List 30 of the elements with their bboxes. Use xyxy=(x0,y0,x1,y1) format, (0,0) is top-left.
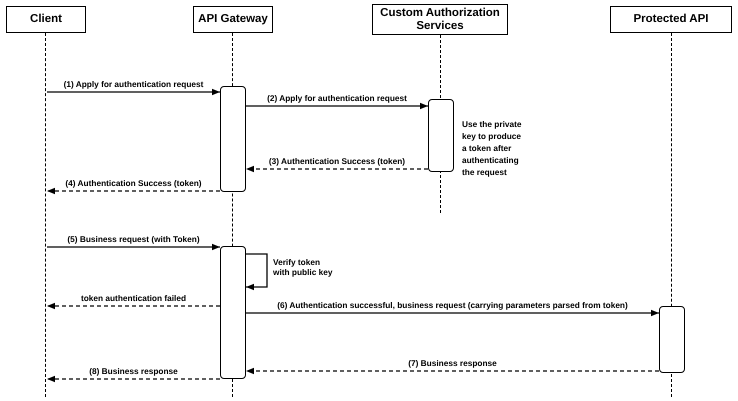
message-arrow xyxy=(47,88,220,96)
message-label: token authentication failed xyxy=(80,293,186,303)
participant-box: API Gateway xyxy=(193,6,273,33)
message-arrow xyxy=(47,244,220,250)
message-label: (5) Business request (with Token) xyxy=(67,234,200,244)
return-message-arrow xyxy=(47,376,220,382)
message-label: (7) Business response xyxy=(408,358,497,368)
participant-box: Custom Authorization Services xyxy=(372,4,508,35)
message-label: (2) Apply for authentication request xyxy=(267,93,407,103)
self-message-arrow xyxy=(246,253,268,290)
message-arrow xyxy=(246,102,428,110)
return-message-arrow xyxy=(47,188,220,194)
participant-box: Protected API xyxy=(610,6,732,33)
message-label: (3) Authentication Success (token) xyxy=(268,156,406,166)
note-text: Use the private key to produce a token after authenticating the request xyxy=(462,118,522,178)
participant-box: Client xyxy=(6,6,86,33)
activation-bar xyxy=(428,99,454,172)
activation-bar xyxy=(220,86,246,192)
return-message-arrow xyxy=(246,166,428,172)
activation-bar xyxy=(659,306,685,373)
message-label: (4) Authentication Success (token) xyxy=(65,178,202,188)
lifeline xyxy=(45,33,47,397)
return-message-arrow xyxy=(246,368,659,374)
message-label: Verify token with public key xyxy=(273,257,334,277)
message-arrow xyxy=(246,310,659,316)
message-label: (8) Business response xyxy=(89,366,178,376)
message-label: (6) Authentication successful, business request (carrying parameters parsed from token) xyxy=(277,300,628,310)
activation-bar xyxy=(220,246,246,379)
message-label: (1) Apply for authentication request xyxy=(64,79,204,89)
return-message-arrow xyxy=(47,302,220,310)
